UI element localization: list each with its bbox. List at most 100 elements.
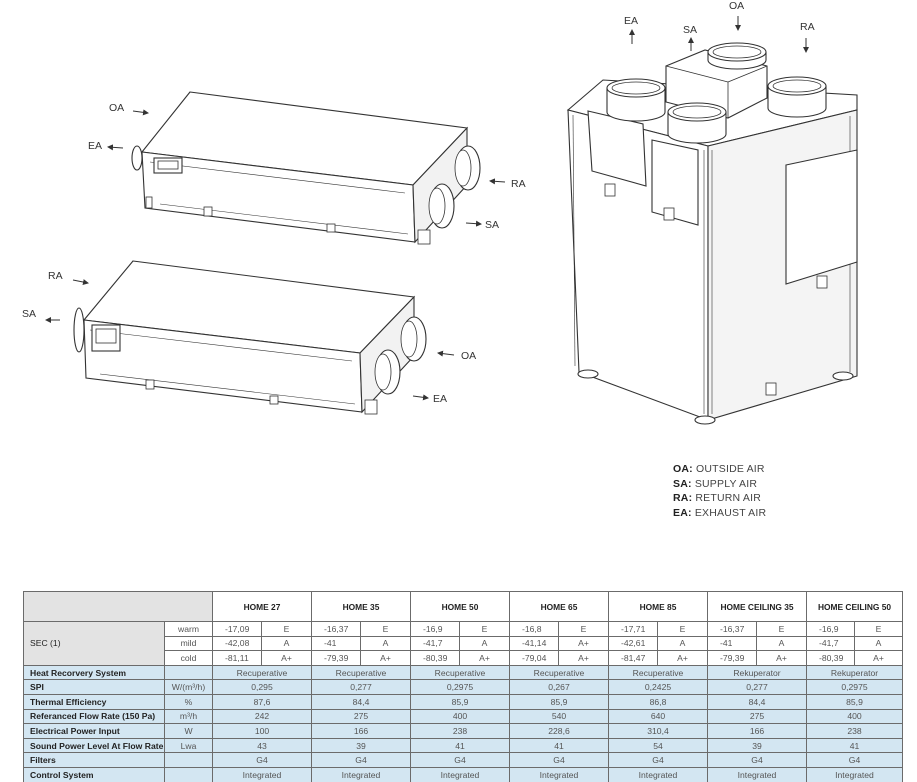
value-cell: 41	[806, 737, 903, 754]
energy-class-cell: E	[756, 621, 807, 637]
value-cell: 310,4	[608, 723, 708, 739]
energy-class-cell: A	[459, 635, 510, 652]
sec-value-cell: -16,9	[806, 621, 855, 637]
column-header: HOME CEILING 50	[806, 591, 903, 622]
value-cell: Integrated	[509, 766, 609, 782]
sec-value-cell: -16,37	[311, 621, 361, 637]
value-cell: Recuperative	[311, 664, 411, 681]
sec-value-cell: -81,11	[212, 650, 262, 666]
energy-class-cell: A+	[657, 650, 708, 666]
value-cell: 0,267	[509, 679, 609, 695]
value-cell: Recuperative	[608, 664, 708, 681]
value-cell: 39	[707, 737, 807, 754]
value-cell: 166	[311, 723, 411, 739]
energy-class-cell: E	[459, 621, 510, 637]
label-ra: RA	[800, 21, 815, 33]
value-cell: 43	[212, 737, 312, 754]
value-cell: 400	[806, 708, 903, 725]
value-cell: Integrated	[410, 766, 510, 782]
unit-cell	[164, 752, 213, 768]
value-cell: G4	[410, 752, 510, 768]
value-cell: 39	[311, 737, 411, 754]
value-cell: 242	[212, 708, 312, 725]
unit-3-flow-labels: EA SA OA RA	[624, 0, 815, 53]
value-cell: 0,2975	[806, 679, 903, 695]
table-corner	[23, 591, 213, 622]
value-cell: 85,9	[806, 693, 903, 710]
label-ra: RA	[48, 270, 63, 282]
value-cell: Integrated	[608, 766, 708, 782]
energy-class-cell: A+	[558, 635, 609, 652]
energy-class-cell: A+	[360, 650, 411, 666]
energy-class-cell: A	[360, 635, 411, 652]
value-cell: Rekuperator	[707, 664, 807, 681]
column-header: HOME 65	[509, 591, 609, 622]
energy-class-cell: A+	[459, 650, 510, 666]
energy-class-cell: E	[657, 621, 708, 637]
value-cell: Integrated	[806, 766, 903, 782]
value-cell: 54	[608, 737, 708, 754]
energy-class-cell: E	[854, 621, 903, 637]
value-cell: Rekuperator	[806, 664, 903, 681]
label-sa: SA	[22, 308, 36, 320]
value-cell: 640	[608, 708, 708, 725]
label-sa: SA	[485, 219, 499, 231]
row-label: Electrical Power Input	[23, 723, 165, 739]
value-cell: 41	[509, 737, 609, 754]
value-cell: 400	[410, 708, 510, 725]
column-header: HOME 85	[608, 591, 708, 622]
energy-class-cell: A+	[756, 650, 807, 666]
energy-class-cell: A	[854, 635, 903, 652]
sec-value-cell: -79,39	[707, 650, 757, 666]
value-cell: 238	[806, 723, 903, 739]
unit-cell	[164, 766, 213, 782]
condition-cell: cold	[164, 650, 213, 666]
sec-value-cell: -79,39	[311, 650, 361, 666]
value-cell: Recuperative	[212, 664, 312, 681]
label-ea: EA	[433, 393, 447, 405]
sec-value-cell: -16,9	[410, 621, 460, 637]
value-cell: 228,6	[509, 723, 609, 739]
column-header: HOME 35	[311, 591, 411, 622]
product-drawings: OA EA RA SA RA SA OA EA	[22, 0, 858, 425]
row-label: Filters	[23, 752, 165, 768]
sec-value-cell: -41,14	[509, 635, 559, 652]
value-cell: 0,277	[707, 679, 807, 695]
value-cell: 166	[707, 723, 807, 739]
value-cell: G4	[509, 752, 609, 768]
energy-class-cell: A	[657, 635, 708, 652]
value-cell: 100	[212, 723, 312, 739]
value-cell: 0,277	[311, 679, 411, 695]
value-cell: Integrated	[212, 766, 312, 782]
unit-cell: %	[164, 693, 213, 710]
airflow-legend: OA: OUTSIDE AIR SA: SUPPLY AIR RA: RETUR…	[673, 462, 766, 520]
value-cell: Integrated	[707, 766, 807, 782]
row-label: Referanced Flow Rate (150 Pa)	[23, 708, 165, 725]
label-oa: OA	[729, 0, 744, 12]
label-oa: OA	[461, 350, 476, 362]
row-label: Control System	[23, 766, 165, 782]
value-cell: 84,4	[707, 693, 807, 710]
value-cell: 87,6	[212, 693, 312, 710]
sec-value-cell: -42,61	[608, 635, 658, 652]
unit-cell: m³/h	[164, 708, 213, 725]
unit-cell: Lwa	[164, 737, 213, 754]
legend-item: EA: EXHAUST AIR	[673, 506, 767, 519]
column-header: HOME 27	[212, 591, 312, 622]
value-cell: G4	[608, 752, 708, 768]
unit-cell: W/(m³/h)	[164, 679, 213, 695]
value-cell: 85,9	[410, 693, 510, 710]
value-cell: 275	[707, 708, 807, 725]
sec-value-cell: -80,39	[410, 650, 460, 666]
value-cell: Recuperative	[509, 664, 609, 681]
label-ea: EA	[624, 15, 638, 27]
